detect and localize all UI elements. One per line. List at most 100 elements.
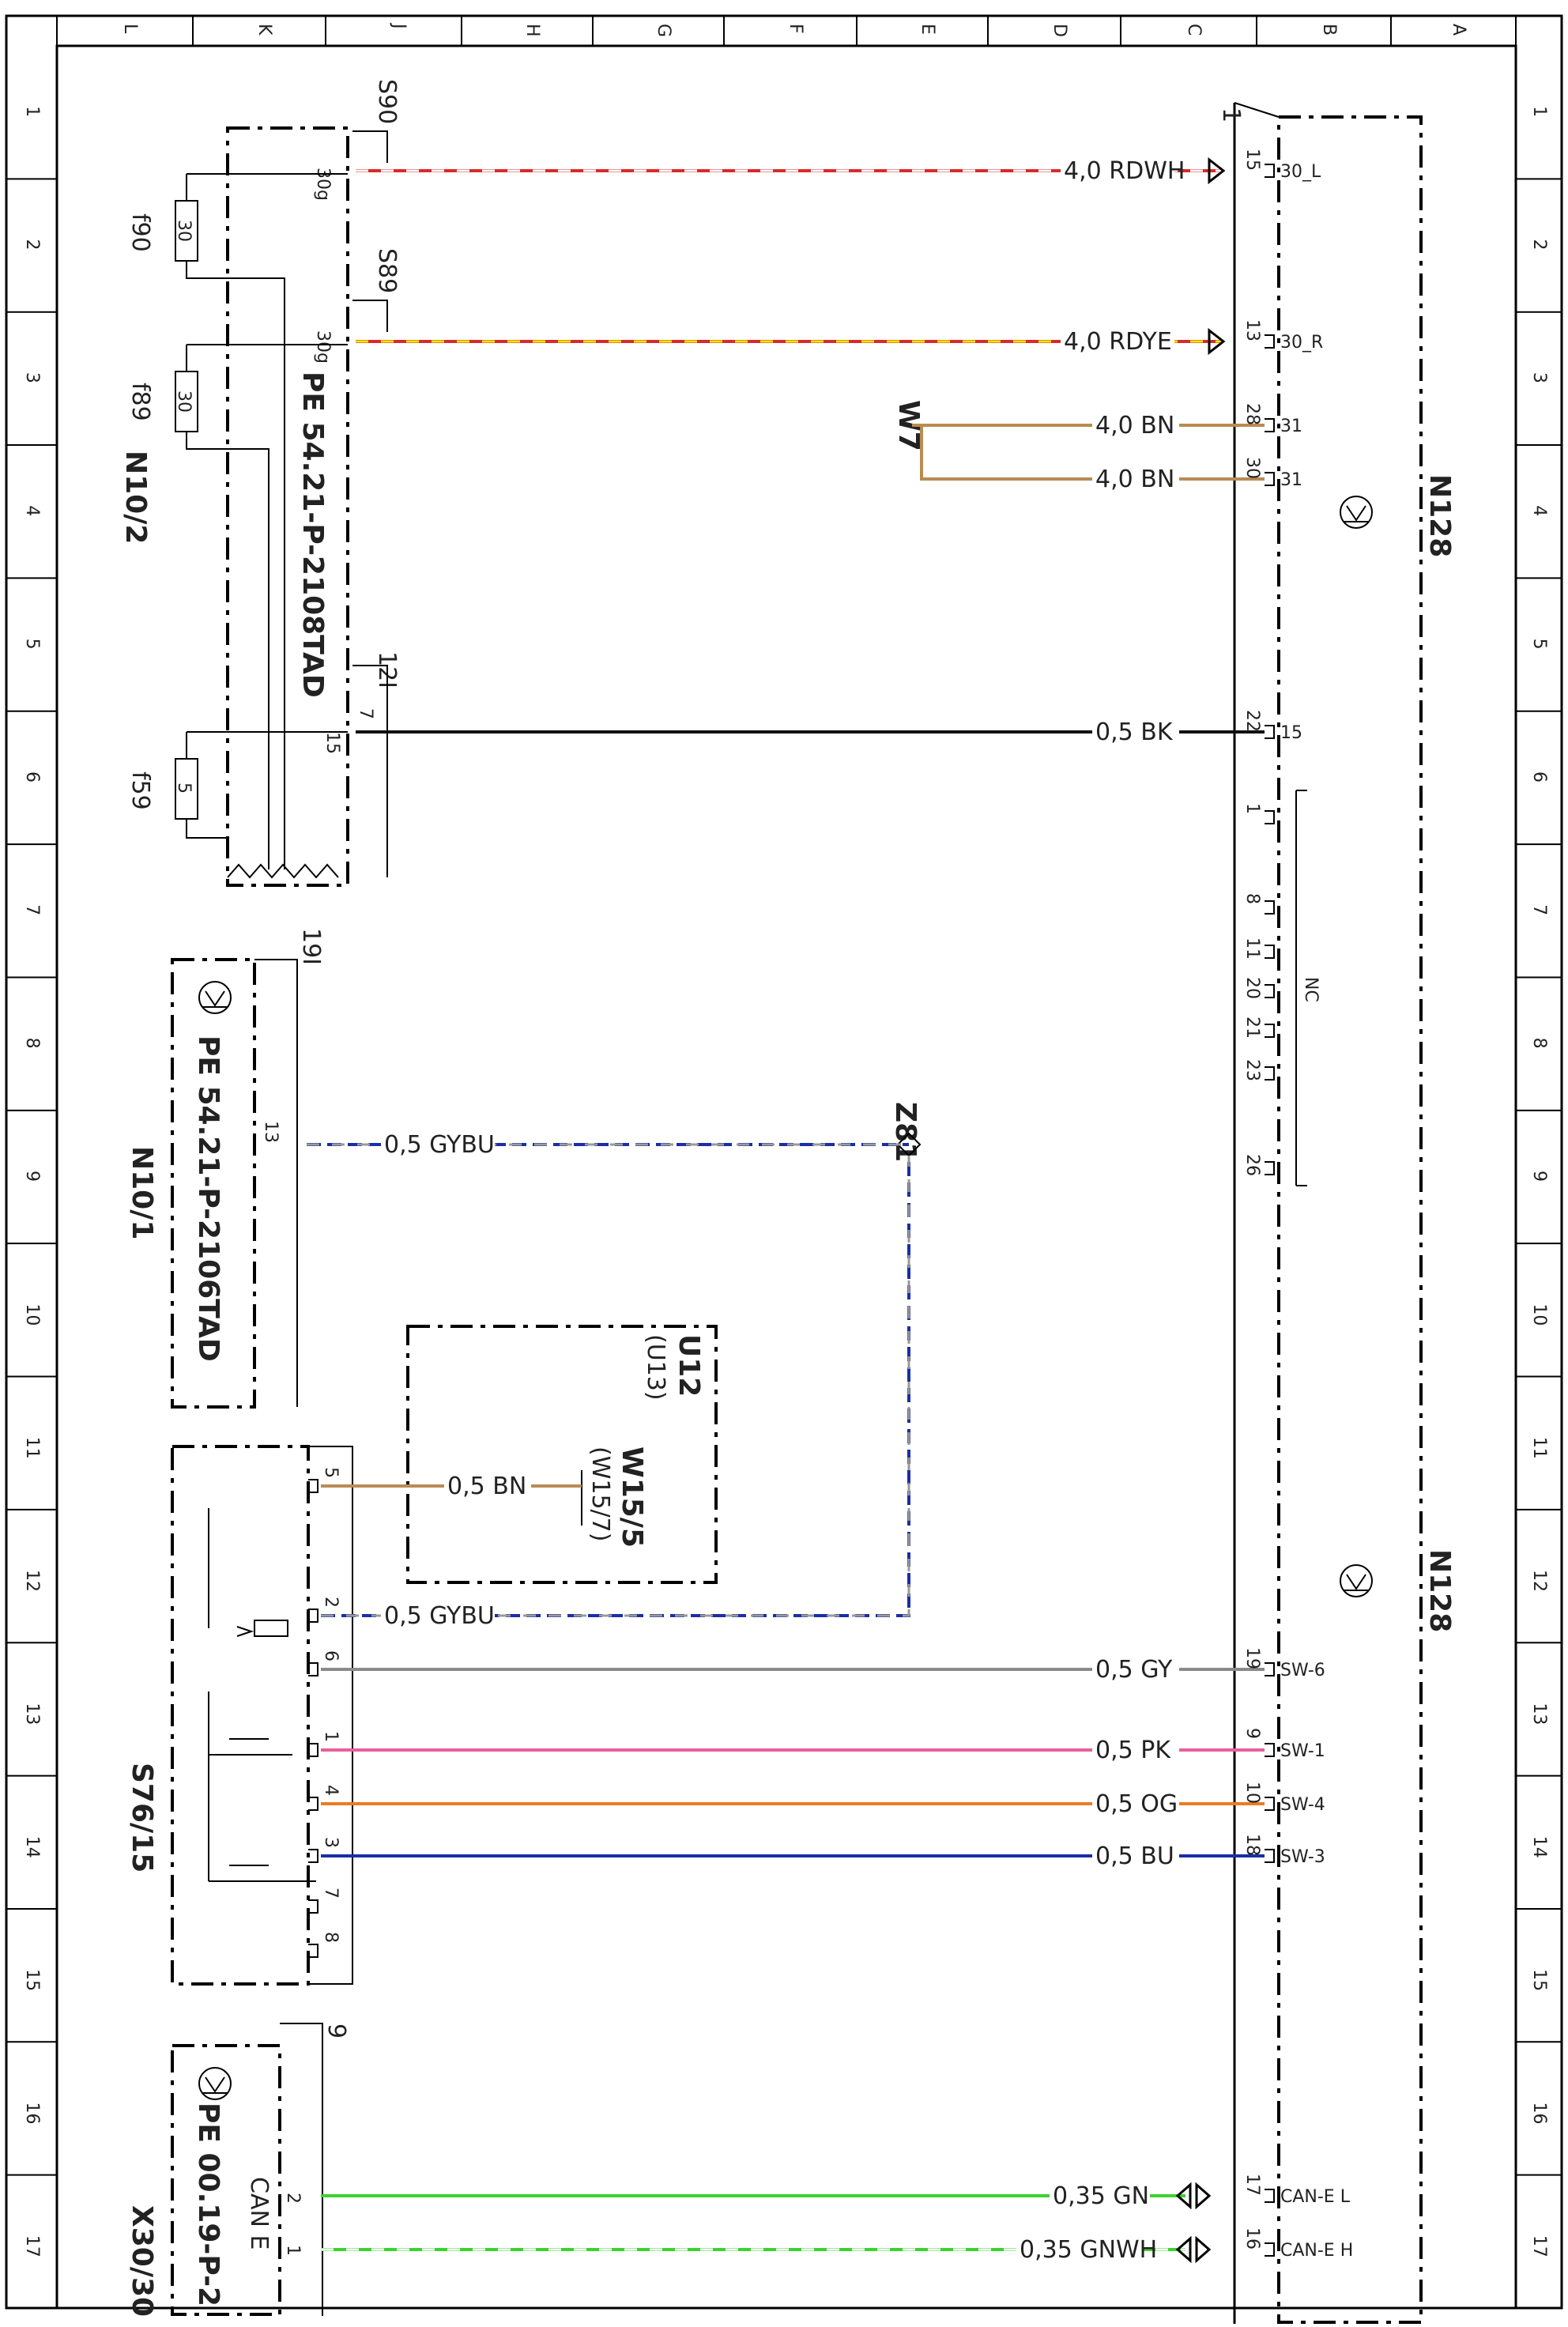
s76-15-pin-number: 7: [321, 1888, 341, 1899]
row-number: 1: [1529, 106, 1549, 117]
can-connector-icon: [1175, 2182, 1212, 2210]
s76-15-pin-number: 4: [321, 1785, 341, 1796]
n128-signal-name: 31: [1280, 417, 1302, 436]
row-number: 1: [22, 106, 42, 117]
u12-ground-label: W15/5: [616, 1446, 648, 1548]
x30-30-pin-a: 2: [283, 2193, 303, 2204]
wire: 0,5 GYBU: [307, 1131, 909, 1159]
n128-pin-number: 13: [1242, 319, 1262, 341]
ground-symbol-icon: [1340, 496, 1373, 529]
nc-pin-number: 1: [1242, 803, 1262, 814]
n10-1-outline: [171, 958, 256, 1409]
row-number: 14: [1529, 1836, 1549, 1858]
row-number: 13: [1529, 1703, 1549, 1725]
row-number: 6: [1529, 771, 1549, 783]
n128-signal-name: CAN-E L: [1280, 2187, 1351, 2207]
outer-frame: [5, 14, 1563, 2310]
svg-text:5: 5: [174, 783, 194, 794]
column-letter: F: [786, 24, 805, 34]
row-number: 3: [22, 372, 42, 383]
row-number: 15: [22, 1969, 42, 1991]
nc-label: NC: [1301, 977, 1321, 1002]
n128-pin-number: 28: [1242, 403, 1262, 425]
svg-text:30: 30: [174, 390, 194, 413]
n10-1-connector: 19I: [297, 928, 325, 965]
n128-label-top: N128: [1423, 474, 1456, 557]
s76-15-label: S76/15: [126, 1763, 158, 1873]
row-number: 17: [1529, 2235, 1549, 2257]
column-letter: E: [918, 24, 937, 35]
12i-pin-b: 15: [322, 732, 342, 754]
u12-ground-alt-label: (W15/7): [586, 1446, 614, 1541]
n128-pin-number: 18: [1242, 1834, 1262, 1856]
n128-signal-name: SW-6: [1280, 1661, 1325, 1680]
column-letter: H: [522, 24, 542, 37]
n128-pin-number: 30: [1242, 457, 1262, 479]
wire-label: 4,0 RDWH: [1064, 157, 1185, 185]
wire: 4,0 RDYE 13 30_R: [356, 319, 1323, 356]
nc-pin-number: 21: [1242, 1016, 1262, 1039]
wire-label: 4,0 RDYE: [1064, 328, 1172, 356]
n10-2-label: N10/2: [119, 451, 152, 544]
n128-outline: [1277, 115, 1423, 2324]
n128-signal-name: 30_R: [1280, 333, 1323, 353]
s76-15-pin-number: 8: [321, 1932, 341, 1943]
column-letter: L: [120, 24, 140, 34]
u12-outline: [406, 1325, 718, 1584]
fuse-f59: 5 f59: [126, 732, 228, 839]
column-letter: A: [1449, 24, 1468, 36]
row-number: 8: [22, 1038, 42, 1049]
wire-label: 0,5 GYBU: [384, 1602, 495, 1630]
fuse-f89: 30 f89: [126, 345, 228, 450]
wire-label: 0,35 GNWH: [1020, 2236, 1157, 2264]
ground-symbol-icon: [1340, 1564, 1373, 1597]
s90-pin: 30g: [313, 168, 333, 201]
n128-signal-name: SW-3: [1280, 1847, 1325, 1867]
n128-pin-number: 17: [1242, 2174, 1262, 2196]
ground-symbol-icon: [198, 2067, 232, 2100]
wire-label: 4,0 BN: [1095, 412, 1174, 439]
x30-30-bus-label: CAN E: [245, 2177, 273, 2250]
wire-label: 0,5 BN: [447, 1473, 526, 1500]
x30-30-pin-b: 1: [283, 2245, 303, 2256]
n128-signal-name: 31: [1280, 470, 1302, 490]
s76-15-pin-number: 1: [321, 1731, 341, 1742]
column-letter: J: [389, 22, 409, 29]
ground-symbol-icon: [198, 981, 232, 1014]
s89-pin: 30g: [313, 330, 333, 364]
nc-pin-number: 8: [1242, 893, 1262, 904]
n128-signal-name: 30_L: [1280, 162, 1321, 182]
x30-30-reference: PE 00.19-P-2: [192, 2103, 224, 2306]
row-number: 9: [22, 1171, 42, 1182]
wire-label: 0,5 PK: [1095, 1737, 1171, 1764]
n128-pin-number: 19: [1242, 1647, 1262, 1669]
s90-label: S90: [373, 79, 401, 124]
plug-arrow-icon: [1208, 157, 1226, 185]
nc-pin-number: 23: [1242, 1059, 1262, 1081]
n128-pin-number: 15: [1242, 149, 1262, 171]
inner-frame: [55, 44, 1517, 2310]
n128-pin-number: 10: [1242, 1782, 1262, 1804]
wire-label: 0,35 GN: [1053, 2182, 1149, 2210]
n10-1-reference: PE 54.21-P-2106TAD: [192, 1035, 224, 1362]
row-number: 10: [22, 1303, 42, 1326]
row-number: 12: [1529, 1570, 1549, 1592]
row-number: 4: [1529, 505, 1549, 516]
row-number: 6: [22, 771, 42, 783]
fuse-f89-label: f89: [126, 383, 154, 421]
wire: 4,0 BN 28 31: [912, 403, 1302, 439]
wire-label: 0,5 BK: [1095, 718, 1174, 746]
plug-arrow-icon: [1208, 327, 1226, 356]
12i-pin-a: 7: [356, 708, 375, 719]
u12-alt-label: (U13): [642, 1334, 669, 1401]
row-number: 17: [22, 2235, 42, 2257]
